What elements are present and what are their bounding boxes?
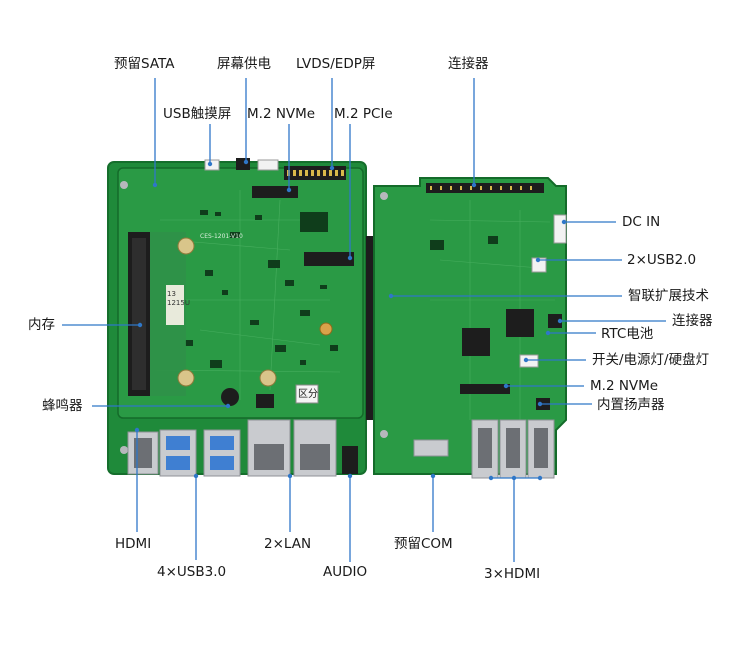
label-buzzer: 蜂鸣器 (42, 398, 83, 414)
label-m2-nvme-right: M.2 NVMe (590, 378, 659, 394)
label-m2-nvme-top: M.2 NVMe (247, 106, 316, 122)
label-usb30: 4×USB3.0 (157, 564, 227, 580)
label-screen-power: 屏幕供电 (217, 56, 271, 72)
label-lvds-edp: LVDS/EDP屏 (296, 56, 376, 72)
sticker-text: 区分 (298, 389, 318, 400)
label-lan: 2×LAN (264, 536, 312, 552)
callout-lines (62, 78, 666, 562)
label-reserved-com: 预留COM (394, 536, 453, 552)
label-audio: AUDIO (323, 564, 368, 580)
label-memory: 内存 (28, 317, 55, 333)
label-hdmi: HDMI (115, 536, 152, 552)
module-id-text: 13 1215U (167, 290, 190, 307)
label-connector-right: 连接器 (672, 313, 713, 329)
label-m2-pcie: M.2 PCIe (334, 106, 393, 122)
label-hdmi3: 3×HDMI (484, 566, 541, 582)
label-switch-leds: 开关/电源灯/硬盘灯 (592, 352, 710, 368)
board-code-text: CES-1201-V10 (200, 233, 243, 240)
label-rtc-battery: RTC电池 (601, 326, 654, 342)
main-board (107, 158, 367, 477)
expansion-board (373, 177, 567, 479)
label-zhilian-expansion: 智联扩展技术 (628, 288, 709, 304)
label-usb-touch: USB触摸屏 (163, 106, 232, 122)
label-reserved-sata: 预留SATA (114, 56, 175, 72)
label-dc-in: DC IN (622, 214, 661, 230)
label-connector-top: 连接器 (448, 56, 489, 72)
label-usb20: 2×USB2.0 (627, 252, 697, 268)
label-speaker: 内置扬声器 (597, 397, 665, 413)
